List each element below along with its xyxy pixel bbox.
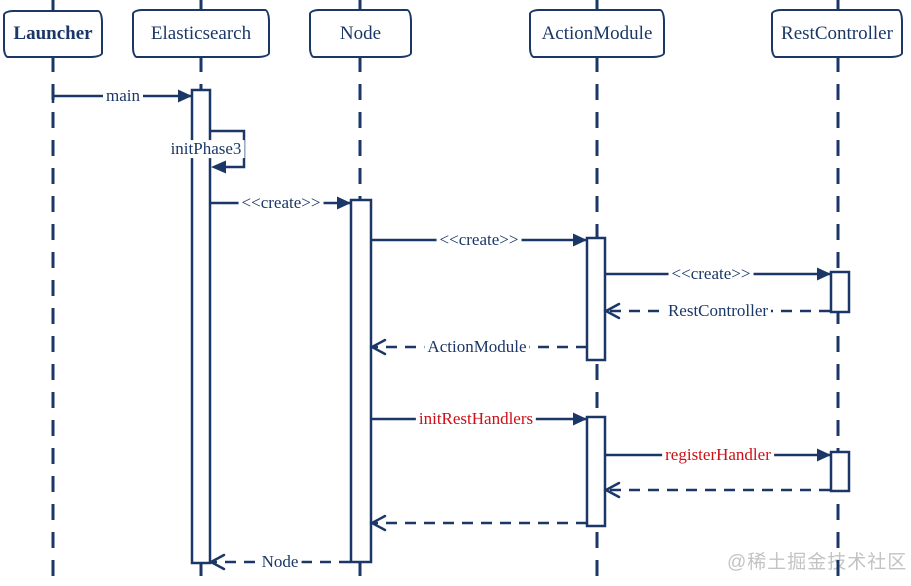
label-restcontroller: RestController [664,302,772,320]
actor-actionmodule-label: ActionModule [541,22,653,44]
activation-elasticsearch [190,88,212,565]
actor-node-label: Node [339,22,382,44]
label-initphase3: initPhase3 [167,140,245,158]
label-main: main [103,87,143,105]
actor-restcontroller-label: RestController [781,22,893,44]
message-return-unlabeled-2 [369,514,587,532]
message-return-actionmodule [369,338,587,356]
label-node-return: Node [258,553,302,571]
message-return-unlabeled-1 [603,481,830,499]
label-actionmodule: ActionModule [424,338,530,356]
actor-elasticsearch-label: Elasticsearch [150,22,252,44]
activation-actionmodule-2 [585,415,607,528]
actor-elasticsearch: Elasticsearch [132,9,270,58]
label-create-3: <<create>> [668,265,754,283]
label-initresthandlers: initRestHandlers [415,410,537,428]
label-create-2: <<create>> [436,231,522,249]
message-return-node [208,553,350,571]
activation-restcontroller-2 [829,450,851,493]
label-registerhandler: registerHandler [662,446,774,464]
watermark: @稀土掘金技术社区 [727,552,908,573]
activation-restcontroller-1 [829,270,851,314]
message-return-restcontroller [603,302,830,320]
actor-actionmodule: ActionModule [529,9,665,58]
activation-node [349,198,373,564]
activation-actionmodule-1 [585,236,607,362]
actor-launcher-label: Launcher [13,23,93,44]
actor-node: Node [309,9,412,58]
actor-launcher: Launcher [3,10,103,58]
actor-restcontroller: RestController [771,9,903,58]
label-create-1: <<create>> [238,194,324,212]
